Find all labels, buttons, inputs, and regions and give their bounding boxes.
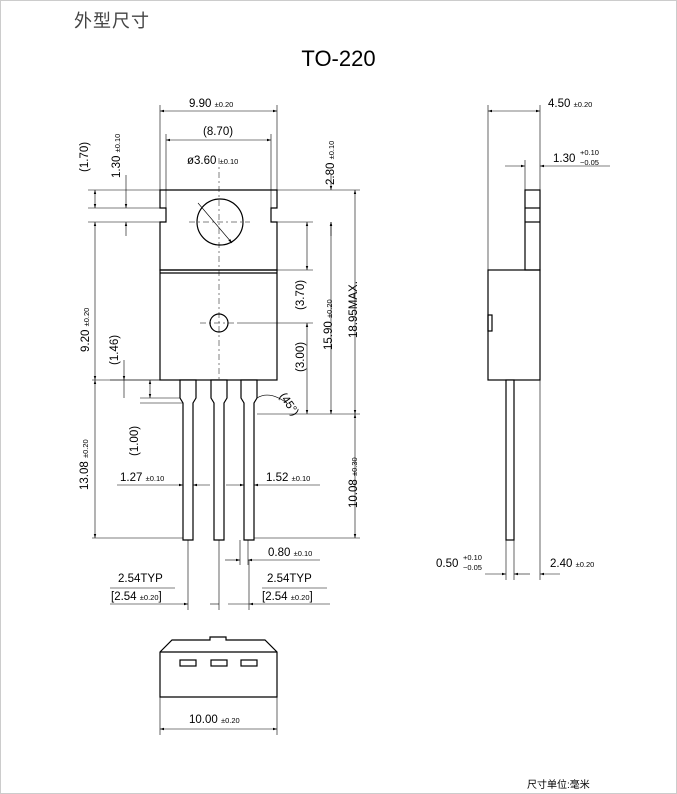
dim-h-1590: 15.90 ±0.20 [323, 299, 335, 350]
package-title: TO-220 [301, 46, 376, 71]
dim-side-050-dn: −0.05 [463, 563, 482, 572]
mounting-tab [159, 189, 278, 271]
dim-h-1895: 18.95MAX. [348, 281, 360, 338]
dim-side-130: 1.30 [553, 153, 575, 165]
bottom-lead-1 [179, 659, 197, 667]
dim-pitch-a: 2.54TYP [118, 573, 163, 585]
dim-side-450: 4.50 ±0.20 [548, 98, 592, 110]
side-tab [524, 189, 541, 271]
bottom-dimensions: 10.00 ±0.20 [159, 697, 278, 735]
dim-h-300: (3.00) [295, 342, 307, 372]
dim-h-100: (1.00) [129, 426, 141, 456]
dim-h-370: (3.70) [295, 280, 307, 310]
package-body [159, 269, 278, 381]
dim-pitch-b: 2.54TYP [267, 573, 312, 585]
unit-note: 尺寸单位:毫米 [527, 780, 590, 791]
dim-h-920: 9.20 ±0.20 [80, 308, 92, 352]
side-body [487, 269, 541, 381]
dim-h-146: (1.46) [109, 335, 121, 365]
dim-h-170: (1.70) [79, 142, 91, 172]
mounting-hole [196, 198, 244, 246]
front-view [159, 158, 289, 541]
dim-h-130: 1.30 ±0.10 [111, 134, 123, 178]
side-dimensions: 4.50 ±0.20 1.30 +0.10 −0.05 0.50 +0.10 −… [436, 98, 610, 580]
dim-w-080: 0.80 ±0.10 [268, 547, 312, 559]
dim-side-130-dn: −0.05 [580, 158, 599, 167]
dim-side-240: 2.40 ±0.20 [550, 558, 594, 570]
dim-bottom-1000: 10.00 ±0.20 [189, 714, 240, 726]
dim-width-990: 9.90 ±0.20 [189, 98, 233, 110]
front-dimensions [88, 105, 360, 610]
bottom-outline [159, 636, 278, 698]
dim-pitch-a-sub: [2.54 ±0.20] [111, 591, 162, 603]
bottom-lead-2 [210, 659, 228, 667]
leads [179, 379, 258, 541]
dim-w-127: 1.27 ±0.10 [120, 472, 164, 484]
dim-pitch-b-sub: [2.54 ±0.20] [262, 591, 313, 603]
heading: 外型尺寸 [74, 11, 150, 31]
bottom-lead-3 [240, 659, 258, 667]
dim-side-050: 0.50 [436, 558, 458, 570]
dim-width-870: (8.70) [203, 126, 233, 138]
dim-side-050-up: +0.10 [463, 553, 482, 562]
bottom-view [159, 636, 278, 698]
dim-h-1008: 10.08 ±0.30 [348, 457, 360, 508]
dim-w-152: 1.52 ±0.10 [266, 472, 310, 484]
dim-h-1308: 13.08 ±0.20 [79, 439, 91, 490]
dim-h-280: 2.80 ±0.10 [325, 141, 337, 185]
side-view [487, 189, 541, 541]
dim-hole: ø3.60 ±0.10 [187, 155, 238, 167]
front-dimension-labels: 9.90 ±0.20 (8.70) ø3.60 ±0.10 (1.70) 1.3… [79, 98, 360, 603]
dim-side-130-up: +0.10 [580, 148, 599, 157]
side-lead [505, 379, 515, 541]
